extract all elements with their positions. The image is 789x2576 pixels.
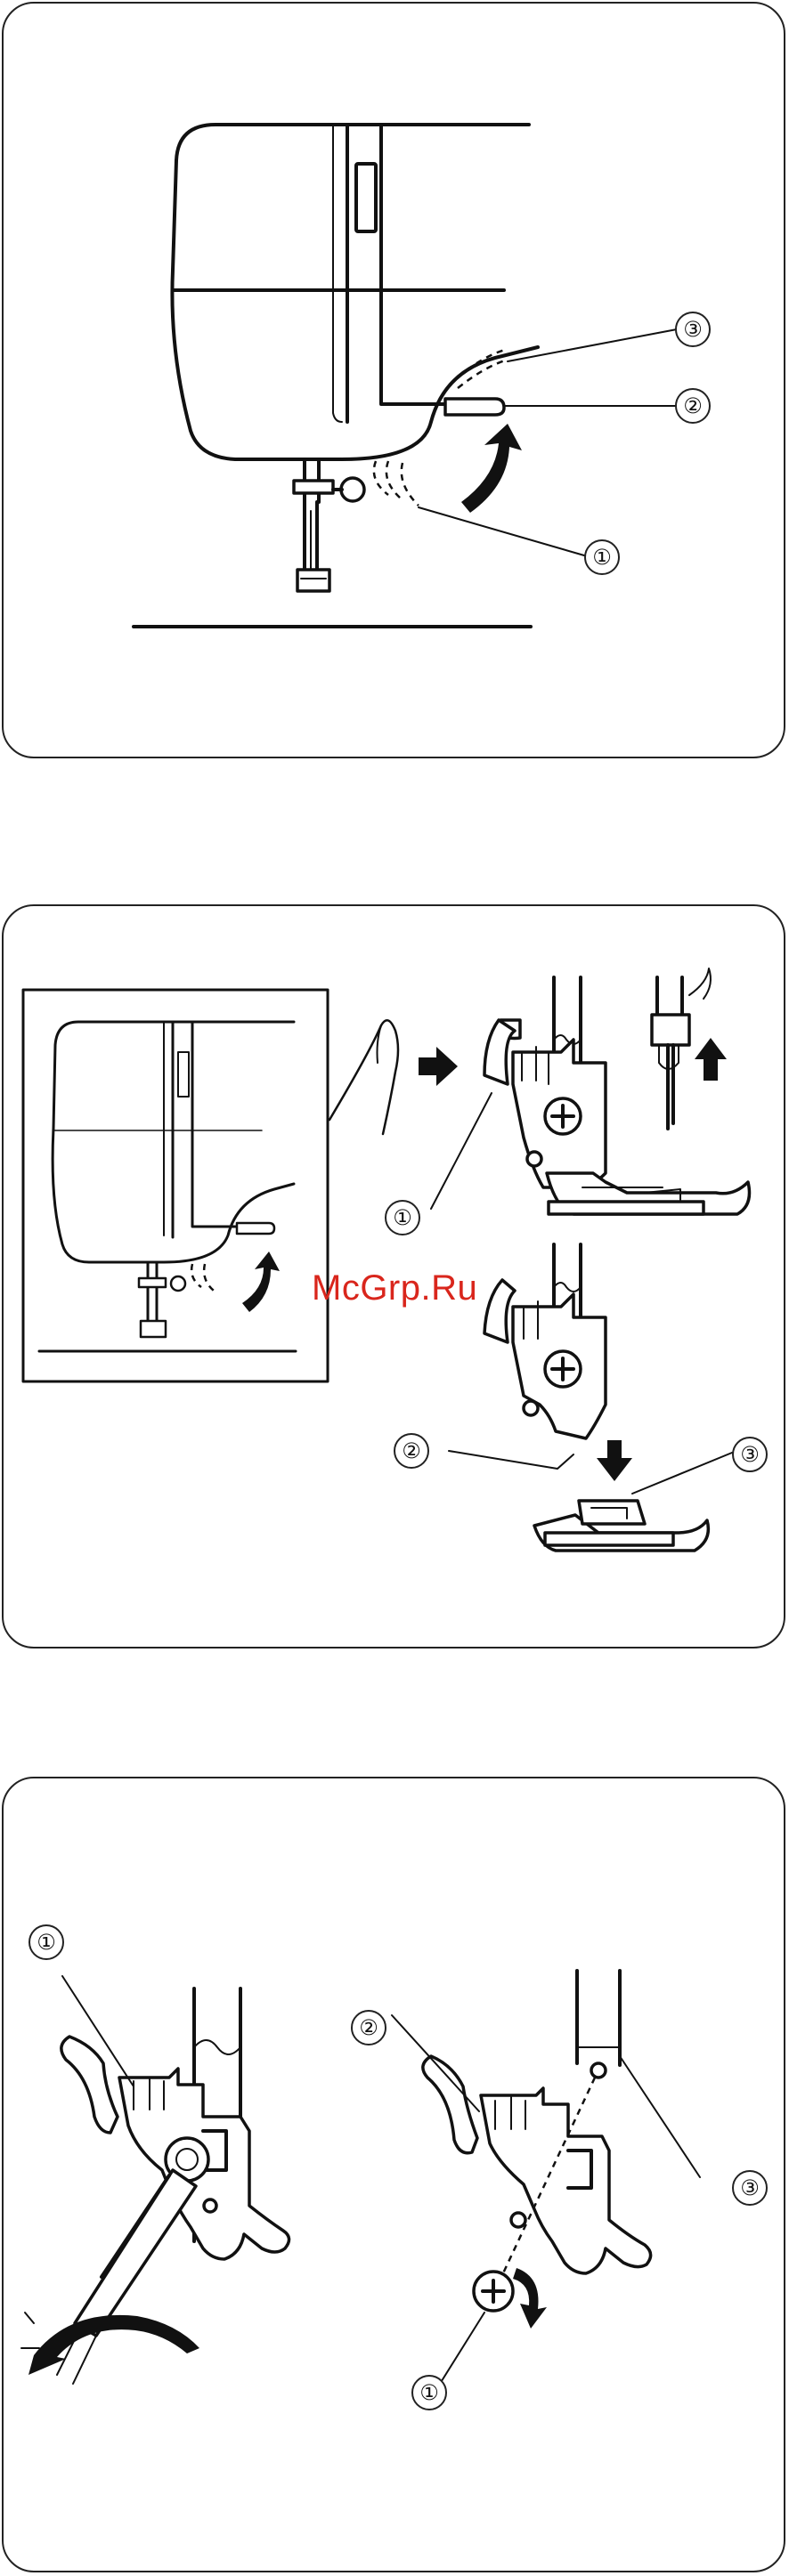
callout-1: ①	[584, 539, 620, 575]
watermark: McGrp.Ru	[312, 1268, 477, 1308]
illustration-panel-presser-lever: ③ ② ①	[2, 2, 785, 758]
callout-1: ①	[385, 1200, 420, 1235]
callout-1-right: ①	[411, 2375, 447, 2410]
callout-2: ②	[394, 1433, 429, 1469]
sewing-machine-head-illustration	[4, 4, 787, 760]
callout-1-left: ①	[28, 1924, 64, 1960]
callout-2: ②	[351, 2010, 386, 2045]
illustration-panel-foot-holder-removal: ① ② ③ ①	[2, 1777, 785, 2572]
callout-2: ②	[675, 388, 711, 424]
callout-3: ③	[675, 312, 711, 347]
callout-3: ③	[732, 1437, 768, 1472]
callout-3: ③	[732, 2170, 768, 2206]
foot-holder-removal-illustration	[4, 1778, 787, 2574]
